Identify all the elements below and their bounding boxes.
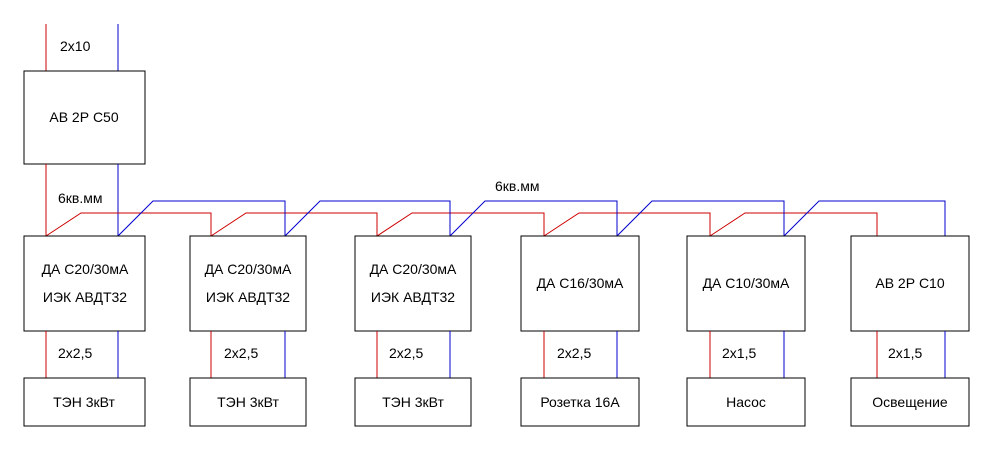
branch-2: ДА С20/30мА ИЭК АВДТ32 2х2,5 ТЭН 3кВт bbox=[189, 235, 307, 427]
load-label: ТЭН 3кВт bbox=[382, 394, 444, 410]
device-label-line1: ДА С20/30мА bbox=[205, 261, 292, 277]
device-label-line1: ДА С20/30мА bbox=[42, 261, 129, 277]
branch-1: ДА С20/30мА ИЭК АВДТ32 2х2,5 ТЭН 3кВт bbox=[23, 235, 146, 427]
branch-4: ДА С16/30мА 2х2,5 Розетка 16А bbox=[520, 235, 640, 427]
load-cable-label: 2х1,5 bbox=[722, 345, 756, 361]
rcbo-box bbox=[520, 235, 640, 332]
load-cable-label: 2х2,5 bbox=[58, 345, 92, 361]
load-box bbox=[23, 377, 146, 427]
load-label: Розетка 16А bbox=[540, 394, 620, 410]
bus-label-top: 6кв.мм bbox=[495, 178, 540, 194]
device-label-line1: ДА С10/30мА bbox=[703, 275, 790, 291]
device-label-line1: АВ 2Р С10 bbox=[875, 275, 944, 291]
load-box bbox=[686, 377, 806, 427]
feed-cable-label: 2х10 bbox=[60, 38, 91, 54]
load-label: ТЭН 3кВт bbox=[217, 394, 279, 410]
load-box bbox=[354, 377, 472, 427]
phase-bus-wire bbox=[45, 212, 878, 237]
device-label-line1: ДА С16/30мА bbox=[537, 275, 624, 291]
rcbo-box bbox=[686, 235, 806, 332]
rcbo-box bbox=[354, 235, 472, 332]
load-label: Освещение bbox=[872, 394, 948, 410]
load-box bbox=[189, 377, 307, 427]
load-box bbox=[520, 377, 640, 427]
load-label: Насос bbox=[726, 394, 766, 410]
rcbo-box bbox=[23, 235, 146, 332]
load-cable-label: 2х2,5 bbox=[557, 345, 591, 361]
branch-3: ДА С20/30мА ИЭК АВДТ32 2х2,5 ТЭН 3кВт bbox=[354, 235, 472, 427]
device-label-line2: ИЭК АВДТ32 bbox=[43, 289, 127, 305]
breaker-box bbox=[850, 235, 970, 332]
device-label-line1: ДА С20/30мА bbox=[370, 261, 457, 277]
load-cable-label: 2х2,5 bbox=[389, 345, 423, 361]
load-cable-label: 2х2,5 bbox=[224, 345, 258, 361]
main-breaker-box bbox=[23, 70, 146, 165]
load-box bbox=[850, 377, 970, 427]
main-breaker-label: АВ 2Р С50 bbox=[49, 109, 118, 125]
branch-6: АВ 2Р С10 2х1,5 Освещение bbox=[850, 235, 970, 427]
bus-label-left: 6кв.мм bbox=[58, 190, 103, 206]
rcbo-box bbox=[189, 235, 307, 332]
neutral-bus-wire bbox=[117, 200, 946, 237]
device-label-line2: ИЭК АВДТ32 bbox=[371, 289, 455, 305]
device-label-line2: ИЭК АВДТ32 bbox=[206, 289, 290, 305]
load-cable-label: 2х1,5 bbox=[888, 345, 922, 361]
distribution-bus bbox=[45, 200, 946, 237]
load-label: ТЭН 3кВт bbox=[53, 394, 115, 410]
branch-5: ДА С10/30мА 2х1,5 Насос bbox=[686, 235, 806, 427]
